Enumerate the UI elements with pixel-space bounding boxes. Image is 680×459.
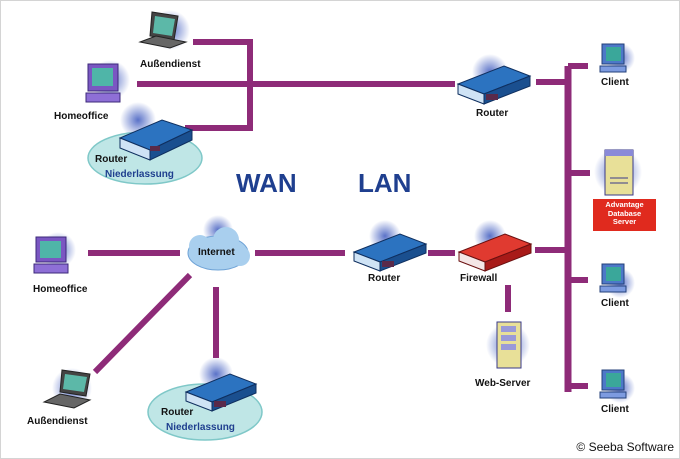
firewall-icon (457, 220, 533, 272)
zone-label-lan: LAN (358, 168, 412, 198)
label-internet: Internet (198, 247, 235, 258)
label-client-2: Client (601, 298, 629, 309)
router-icon (184, 357, 258, 412)
label-branch-router-bottom: Router (161, 407, 194, 418)
zone-label-wan: WAN (236, 168, 297, 198)
laptop-icon (42, 368, 92, 409)
label-branch-name-top: Niederlassung (105, 169, 174, 180)
label-main-router: Router (476, 108, 509, 119)
links (88, 39, 590, 392)
label-field-laptop-top: Außendienst (140, 59, 201, 70)
label-branch-name-bottom: Niederlassung (166, 422, 235, 433)
label-web-server: Web-Server (475, 378, 531, 389)
label-homeoffice-bottom: Homeoffice (33, 284, 88, 295)
router-icon (352, 220, 428, 272)
db-server-badge: Advantage Database Server (593, 199, 656, 231)
label-client-3: Client (601, 404, 629, 415)
client-pc-icon (599, 369, 635, 403)
laptop-icon (138, 10, 190, 50)
db-server-line-1: Advantage (605, 200, 644, 209)
label-client-1: Client (601, 77, 629, 88)
router-icon (456, 54, 532, 105)
db-server-line-2: Database (607, 208, 642, 218)
label-field-laptop-bottom: Außendienst (27, 416, 88, 427)
label-homeoffice-top: Homeoffice (54, 111, 109, 122)
internet-cloud-icon (187, 215, 250, 271)
router-icon (118, 102, 194, 161)
label-firewall: Firewall (460, 273, 498, 284)
web-server-icon (486, 321, 530, 369)
label-branch-router-top: Router (95, 154, 128, 165)
label-lan-router: Router (368, 273, 401, 284)
desktop-pc-icon (85, 60, 130, 103)
desktop-pc-icon (33, 232, 76, 274)
client-pc-icon (599, 263, 635, 298)
db-server-line-3: Server (612, 217, 637, 226)
database-server-icon (594, 148, 642, 196)
client-pc-icon (599, 43, 635, 73)
link-internet-laptop (92, 272, 193, 375)
copyright-notice: © Seeba Software (576, 440, 674, 454)
